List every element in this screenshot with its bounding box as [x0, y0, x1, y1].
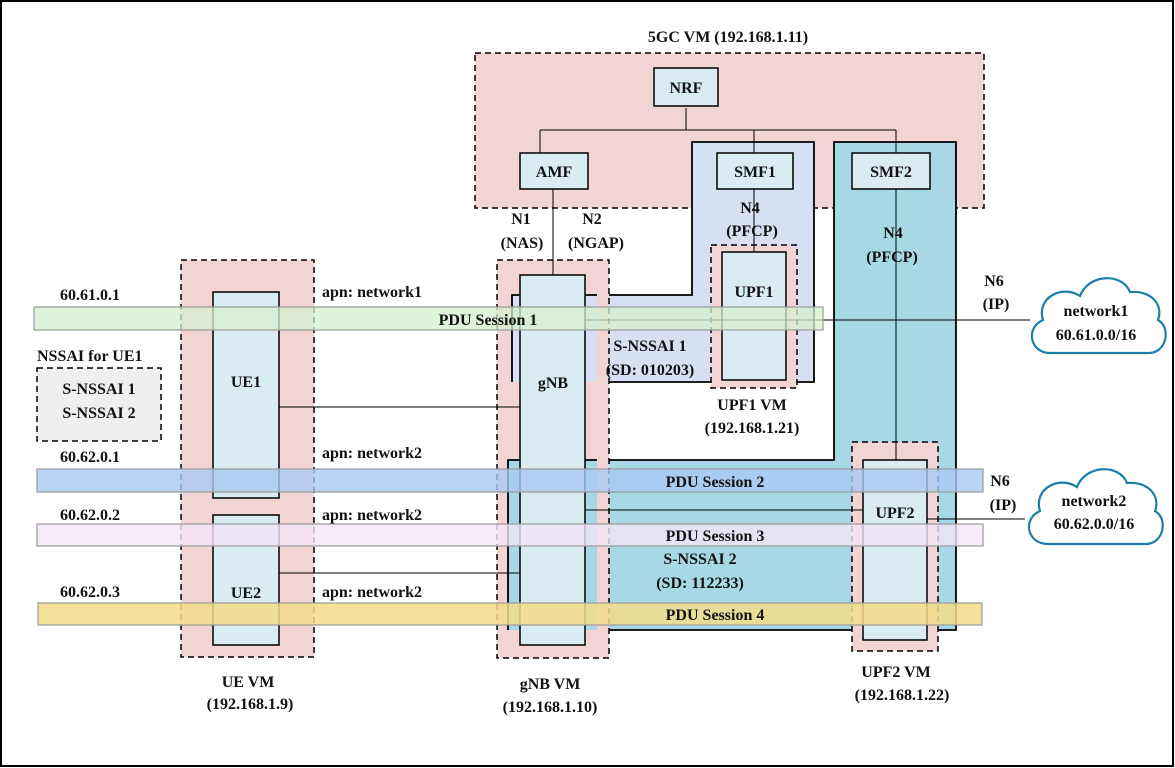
n4-upf2-name: N4 [883, 225, 903, 242]
smf1-label: SMF1 [734, 164, 776, 181]
slice1-sd: (SD: 010203) [606, 362, 694, 379]
n6-net2-proto: (IP) [990, 497, 1017, 514]
pdu-session-4-bar [37, 602, 983, 626]
upf2-vm-name: UPF2 VM [861, 664, 930, 681]
ue1-label: UE1 [231, 374, 261, 391]
smf1-node [716, 152, 794, 190]
n1-proto: (NAS) [501, 235, 544, 252]
pdu-session-2-bar [36, 468, 984, 493]
pdu-session-2-ip: 60.62.0.1 [60, 449, 120, 466]
upf1-vm-name: UPF1 VM [717, 397, 786, 414]
smf2-label: SMF2 [870, 164, 912, 181]
pdu-session-1-ip: 60.61.0.1 [60, 287, 120, 304]
ue-vm-ip: (192.168.1.9) [207, 696, 294, 713]
pdu-session-2-apn: apn: network2 [322, 445, 422, 462]
gnb-vm-name: gNB VM [520, 676, 581, 693]
core-vm-title: 5GC VM (192.168.1.11) [648, 29, 808, 46]
upf2-label: UPF2 [875, 505, 914, 522]
nssai-item-2: S-NSSAI 2 [62, 405, 135, 422]
ue-vm-name: UE VM [222, 674, 275, 691]
n6-net2-name: N6 [990, 473, 1010, 490]
n6-net1-name: N6 [984, 273, 1004, 290]
network1-cloud [1030, 277, 1167, 355]
nssai-title: NSSAI for UE1 [37, 348, 143, 365]
pdu-session-3-ip: 60.62.0.2 [60, 507, 120, 524]
upf1-vm-ip: (192.168.1.21) [705, 420, 800, 437]
network1-name: network1 [1064, 303, 1129, 320]
slice2-name: S-NSSAI 2 [663, 551, 736, 568]
pdu-session-2-label: PDU Session 2 [666, 474, 765, 491]
network2-name: network2 [1062, 493, 1127, 510]
pdu-session-3-apn: apn: network2 [322, 507, 422, 524]
network2-cloud [1027, 468, 1164, 546]
upf2-vm-ip: (192.168.1.22) [855, 687, 950, 704]
pdu-session-4-ip: 60.62.0.3 [60, 584, 120, 601]
upf1-label: UPF1 [734, 284, 773, 301]
pdu-session-3-label: PDU Session 3 [666, 528, 765, 545]
n2-proto: (NGAP) [568, 235, 624, 252]
slice2-sd: (SD: 112233) [656, 575, 744, 592]
pdu-session-4-label: PDU Session 4 [666, 607, 765, 624]
gnb-label: gNB [538, 375, 569, 392]
gnb-vm-ip: (192.168.1.10) [503, 699, 598, 716]
nrf-label: NRF [670, 80, 703, 97]
amf-label: AMF [536, 164, 573, 181]
nrf-node [653, 67, 719, 107]
n4-upf2-proto: (PFCP) [866, 249, 918, 266]
smf2-node [851, 152, 931, 190]
pdu-session-1-label: PDU Session 1 [439, 312, 538, 329]
amf-node [519, 152, 589, 190]
pdu-session-3-bar [36, 523, 984, 547]
network1-cidr: 60.61.0.0/16 [1056, 327, 1136, 344]
pdu-session-1-apn: apn: network1 [322, 284, 422, 301]
nssai-box [36, 367, 162, 442]
slice1-name: S-NSSAI 1 [613, 338, 686, 355]
ue2-label: UE2 [231, 585, 261, 602]
nssai-item-1: S-NSSAI 1 [62, 381, 135, 398]
n4-upf1-proto: (PFCP) [726, 223, 778, 240]
pdu-session-1-bar [33, 306, 824, 331]
pdu-session-4-apn: apn: network2 [322, 584, 422, 601]
network2-cidr: 60.62.0.0/16 [1054, 516, 1134, 533]
gnb-node [519, 274, 586, 646]
n6-net1-proto: (IP) [983, 296, 1010, 313]
n1-name: N1 [511, 211, 531, 228]
n2-name: N2 [582, 211, 602, 228]
n4-upf1-name: N4 [740, 200, 760, 217]
